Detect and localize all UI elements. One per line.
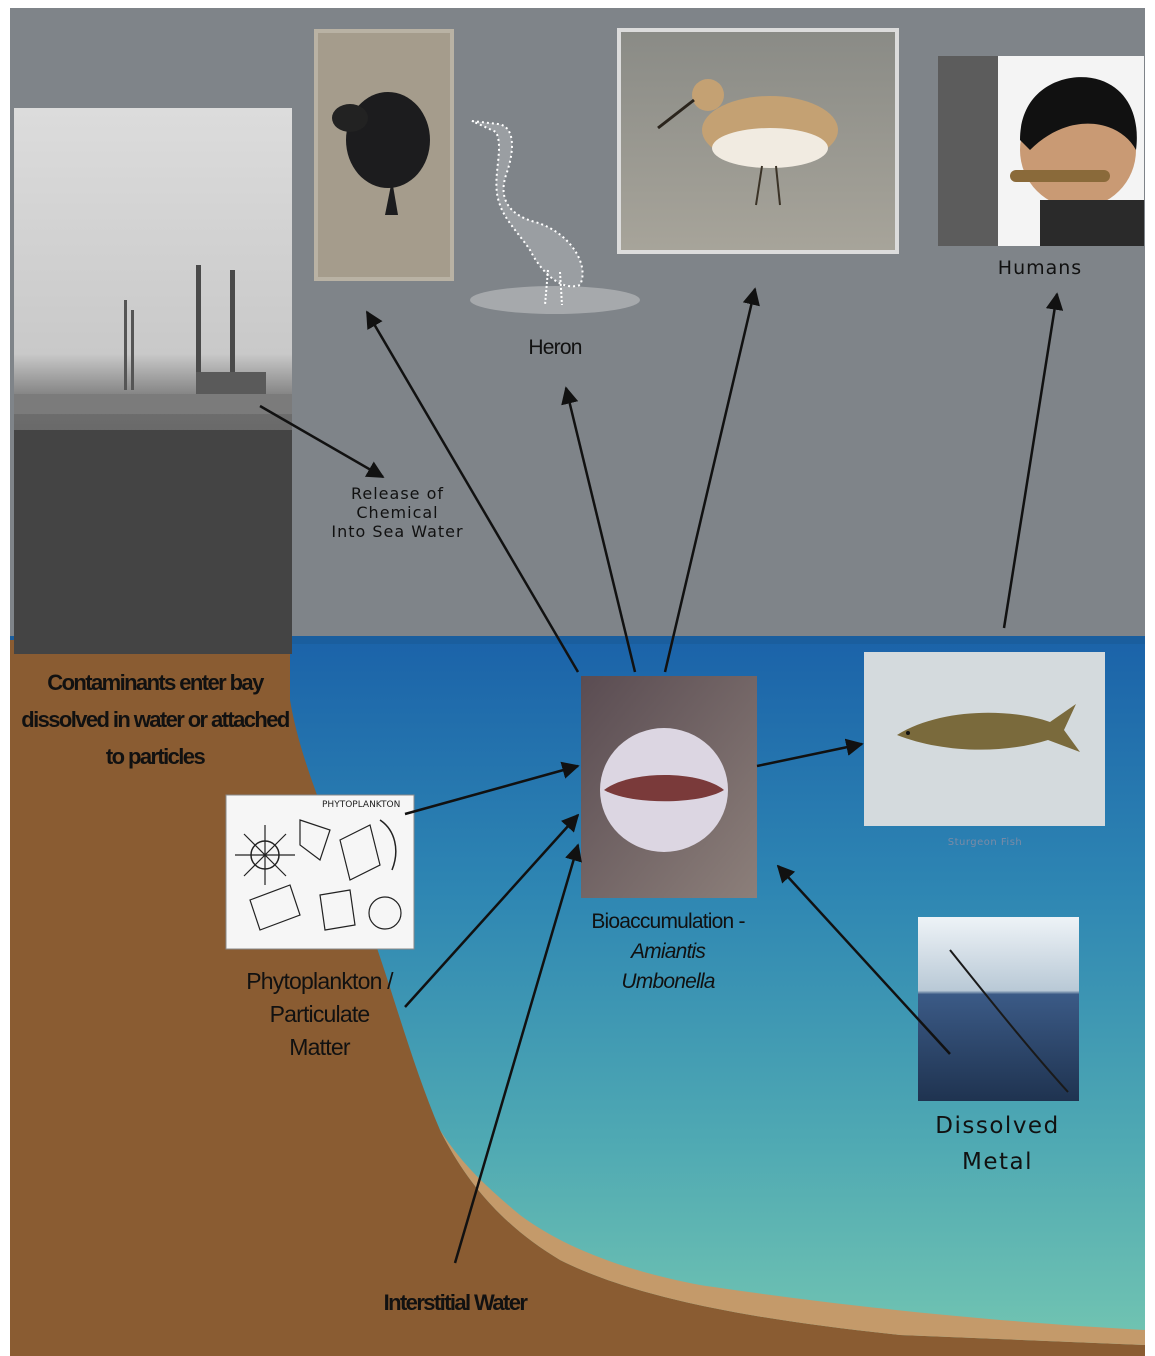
label-interstitial-water: Interstitial Water: [330, 1290, 580, 1316]
dissolved-line-2: Metal: [910, 1144, 1085, 1180]
clam-photo: [581, 676, 757, 898]
contaminants-line-1: Contaminants enter bay: [10, 664, 300, 701]
label-contaminants: Contaminants enter bay dissolved in wate…: [10, 664, 300, 775]
contaminants-line-2: dissolved in water or attached: [10, 701, 300, 738]
release-line-3: Into Sea Water: [320, 523, 475, 542]
sturgeon-photo: [864, 652, 1105, 826]
release-line-2: Chemical: [320, 504, 475, 523]
bioaccumulation-line-1: Bioaccumulation -: [568, 907, 768, 937]
ocean-photo: [918, 917, 1079, 1101]
phytoplankton-line-1: Phytoplankton /: [222, 965, 417, 998]
factory-photo: [14, 108, 292, 654]
crow-photo: [314, 29, 454, 281]
release-line-1: Release of: [320, 485, 475, 504]
label-sturgeon: Sturgeon Fish: [905, 837, 1065, 849]
human-photo: [938, 56, 1144, 246]
label-humans: Humans: [985, 257, 1095, 279]
phytoplankton-card: [226, 795, 414, 949]
bioaccumulation-line-3: Umbonella: [568, 967, 768, 997]
phytoplankton-line-2: Particulate: [222, 998, 417, 1031]
label-bioaccumulation: Bioaccumulation - Amiantis Umbonella: [568, 907, 768, 997]
phytoplankton-line-3: Matter: [222, 1031, 417, 1064]
dissolved-line-1: Dissolved: [910, 1108, 1085, 1144]
sandpiper-photo: [617, 28, 899, 254]
label-heron: Heron: [505, 336, 605, 361]
label-dissolved-metal: Dissolved Metal: [910, 1108, 1085, 1180]
contaminants-line-3: to particles: [10, 738, 300, 775]
label-phytoplankton: Phytoplankton / Particulate Matter: [222, 965, 417, 1064]
bioaccumulation-line-2: Amiantis: [568, 937, 768, 967]
phytoplankton-card-title: PHYTOPLANKTON: [322, 800, 400, 810]
label-release-of-chemical: Release of Chemical Into Sea Water: [320, 485, 475, 542]
